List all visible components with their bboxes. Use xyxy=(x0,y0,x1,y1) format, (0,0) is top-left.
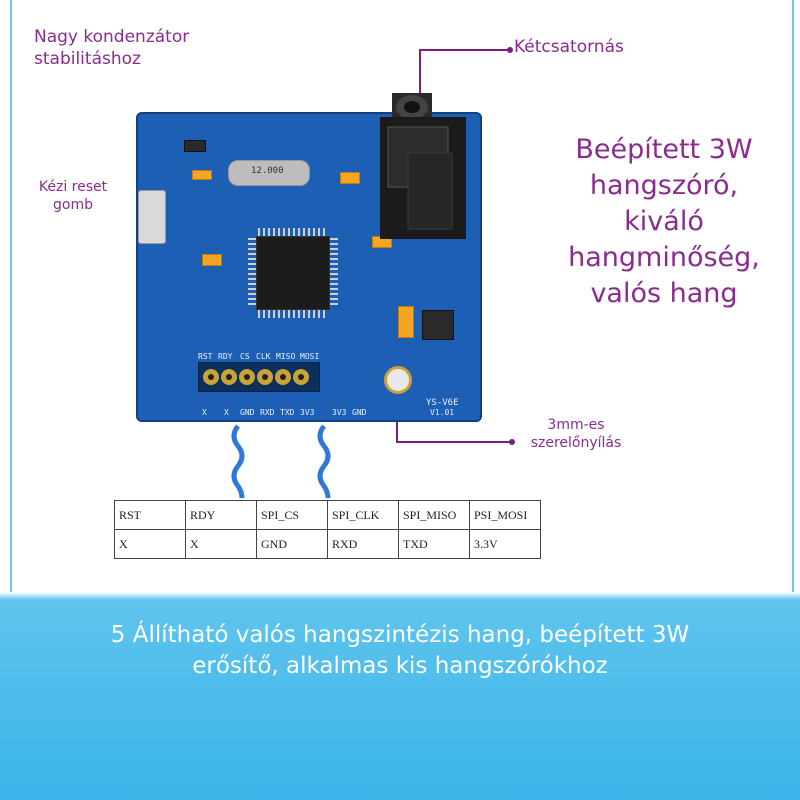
pin-header xyxy=(198,362,320,392)
chip-pins-bottom xyxy=(258,310,326,318)
reset-button-label: Kézi reset gomb xyxy=(38,179,108,213)
bottom-label-5: TXD xyxy=(280,408,295,417)
bottom-label-1: X xyxy=(202,408,207,417)
audio-jack xyxy=(380,93,466,239)
table-header-row: RST RDY SPI_CS SPI_CLK SPI_MISO PSI_MOSI xyxy=(114,500,541,530)
bottom-label-7: 3V3 xyxy=(332,408,347,417)
table-cell: X xyxy=(114,529,186,559)
table-header-cell: SPI_CS xyxy=(256,500,328,530)
bottom-label-6: 3V3 xyxy=(300,408,315,417)
table-cell: GND xyxy=(256,529,328,559)
reset-button[interactable] xyxy=(138,190,166,244)
table-header-cell: PSI_MOSI xyxy=(469,500,541,530)
table-header-cell: RST xyxy=(114,500,186,530)
chip-pins-left xyxy=(248,238,256,306)
footer-caption: 5 Állítható valós hangszintézis hang, be… xyxy=(0,620,800,682)
wire-right xyxy=(317,424,331,499)
amplifier-chip xyxy=(422,310,454,340)
capacitor-c7 xyxy=(340,172,360,184)
model-label: YS-V6E xyxy=(426,398,459,408)
crystal: 12.000 xyxy=(228,160,310,186)
pin-mapping-table: RST RDY SPI_CS SPI_CLK SPI_MISO PSI_MOSI… xyxy=(114,500,541,559)
bottom-label-2: X xyxy=(224,408,229,417)
dual-channel-pointer-dot xyxy=(507,47,513,53)
table-cell: 3.3V xyxy=(469,529,541,559)
header-label-mosi: MOSI xyxy=(300,352,320,361)
header-label-rdy: RDY xyxy=(218,352,233,361)
capacitor-c18 xyxy=(192,170,212,180)
mounting-hole-pointer-dot xyxy=(509,439,515,445)
header-label-rst: RST xyxy=(198,352,213,361)
mounting-hole xyxy=(384,366,412,394)
diode-d2 xyxy=(184,140,206,152)
table-cell: TXD xyxy=(398,529,470,559)
bottom-label-3: GND xyxy=(240,408,255,417)
table-header-cell: SPI_MISO xyxy=(398,500,470,530)
table-cell: RXD xyxy=(327,529,399,559)
table-header-cell: RDY xyxy=(185,500,257,530)
bottom-label-8: GND xyxy=(352,408,367,417)
header-label-miso: MISO xyxy=(276,352,296,361)
speaker-feature-label: Beépített 3W hangszóró, kiváló hangminős… xyxy=(568,134,760,309)
footer-line-1: 5 Állítható valós hangszintézis hang, be… xyxy=(110,622,690,648)
footer-line-2: erősítő, alkalmas kis hangszórókhoz xyxy=(192,653,608,679)
capacitor-label: Nagy kondenzátor stabilitáshoz xyxy=(34,27,190,69)
header-label-cs: CS xyxy=(240,352,250,361)
mounting-hole-label: 3mm-es szerelőnyílás xyxy=(530,417,622,451)
table-header-cell: SPI_CLK xyxy=(327,500,399,530)
wire-left xyxy=(231,424,245,499)
capacitor-c3 xyxy=(202,254,222,266)
bottom-label-4: RXD xyxy=(260,408,275,417)
capacitor-cs1 xyxy=(398,306,414,338)
version-label: V1.01 xyxy=(430,408,455,417)
chip-pins-top xyxy=(258,228,326,236)
main-chip xyxy=(256,236,330,310)
table-cell: X xyxy=(185,529,257,559)
dual-channel-label: Kétcsatornás xyxy=(514,37,624,57)
chip-pins-right xyxy=(330,238,338,306)
header-label-clk: CLK xyxy=(256,352,271,361)
table-row: X X GND RXD TXD 3.3V xyxy=(114,529,541,559)
